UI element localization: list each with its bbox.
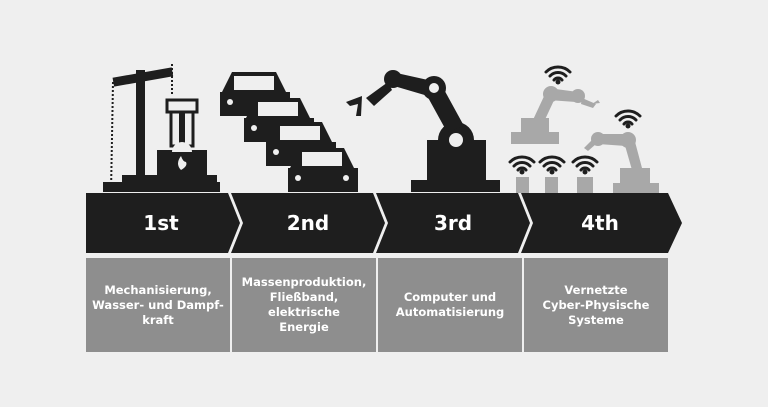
stage-3-label: 3rd	[433, 211, 473, 235]
networked-robots-icon	[508, 65, 659, 193]
stage-1-label: 1st	[143, 211, 179, 235]
stage-1-description: Mechanisierung, Wasser- und Dampf- kraft	[92, 282, 224, 327]
cars-assembly-icon	[220, 72, 358, 192]
stage-3-description: Computer und Automatisierung	[395, 290, 505, 319]
stage-1-description-box: Mechanisierung, Wasser- und Dampf- kraft	[86, 258, 230, 352]
stage-2-description: Massenproduktion, Fließband, elektrische…	[241, 275, 367, 334]
stage-2-description-box: Massenproduktion, Fließband, elektrische…	[232, 258, 376, 352]
arrow-stage-4	[521, 193, 682, 253]
stage-4-label: 4th	[581, 211, 619, 235]
stage-3-description-box: Computer und Automatisierung	[378, 258, 522, 352]
stage-4-description: Vernetzte Cyber-Physische Systeme	[542, 282, 650, 327]
arrow-stage-2	[231, 193, 385, 253]
stage-4-description-box: Vernetzte Cyber-Physische Systeme	[524, 258, 668, 352]
steam-engine-icon	[103, 64, 220, 193]
stage-2-label: 2nd	[286, 211, 330, 235]
arrow-stage-1	[86, 193, 240, 253]
timeline-arrows	[86, 193, 682, 253]
robot-arm-icon	[346, 70, 500, 192]
arrow-stage-3	[376, 193, 530, 253]
